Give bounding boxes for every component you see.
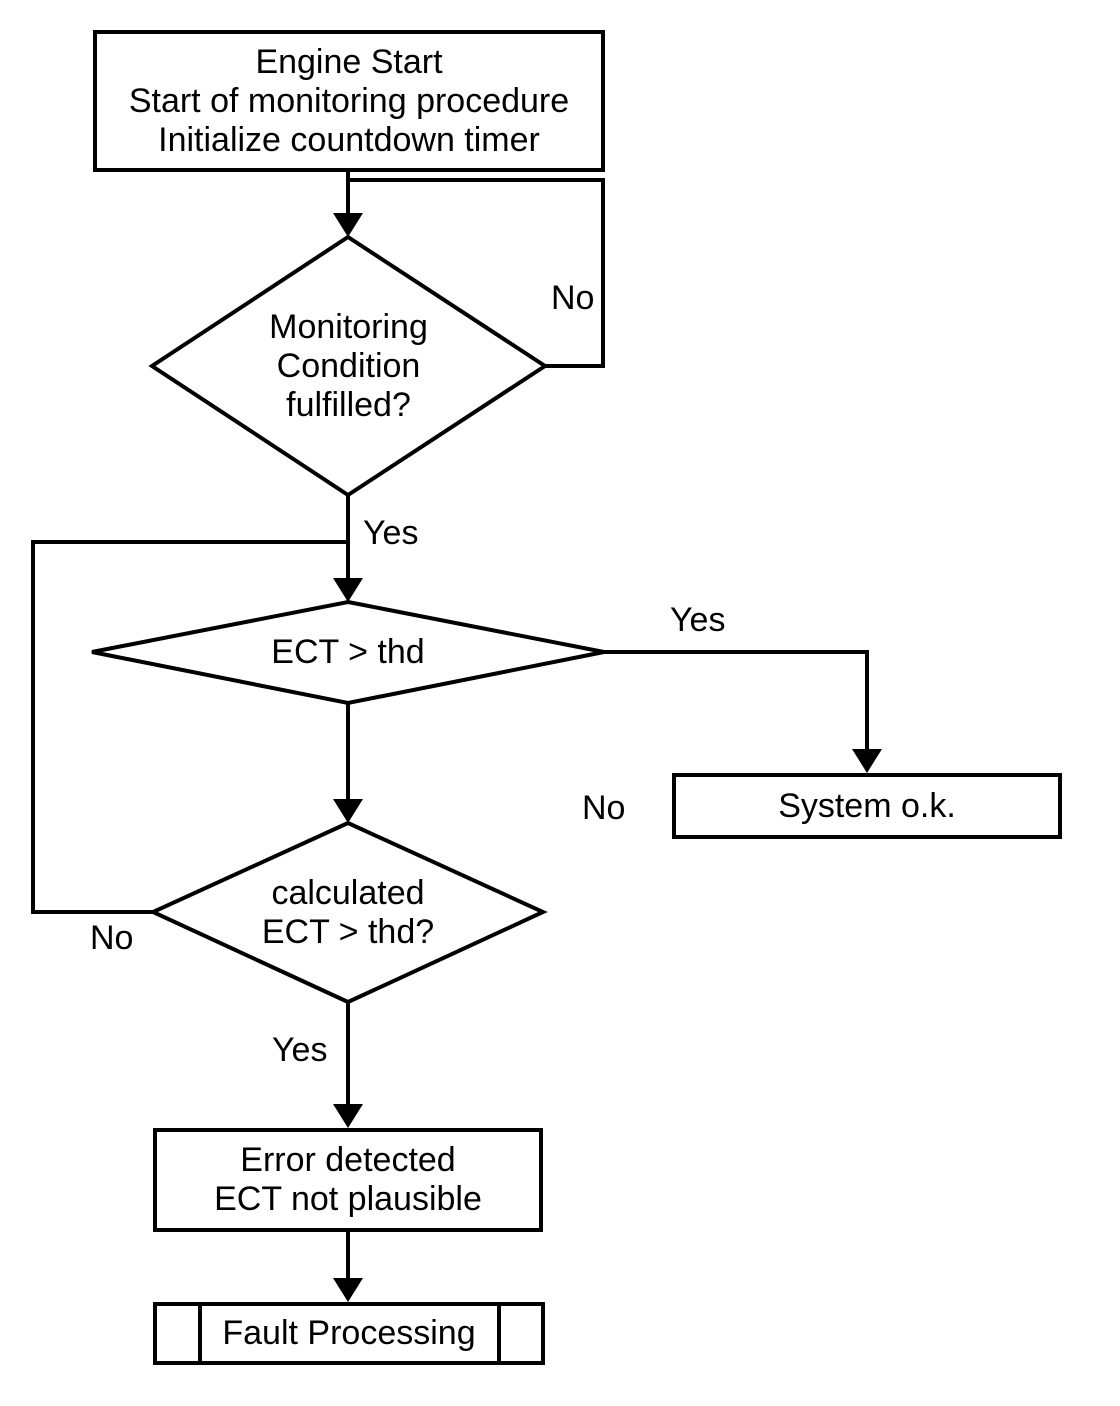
node-engine-start: Engine Start Start of monitoring procedu…	[93, 30, 605, 172]
edge-label-calculated-no: No	[90, 919, 134, 957]
diamond-calculated-ect	[148, 820, 548, 1005]
node-system-ok: System o.k.	[672, 773, 1062, 839]
edge-ect-yes	[604, 650, 869, 752]
arrowhead-into-ect	[333, 578, 363, 602]
fault-processing-left-bar	[198, 1306, 202, 1361]
node-system-ok-line1: System o.k.	[778, 786, 956, 825]
node-error-detected: Error detected ECT not plausible	[153, 1128, 543, 1232]
arrowhead-into-calculated	[333, 799, 363, 823]
arrowhead-into-system-ok	[852, 749, 882, 773]
arrowhead-into-monitoring	[333, 213, 363, 237]
node-engine-start-line2: Start of monitoring procedure	[128, 81, 570, 120]
node-engine-start-line3: Initialize countdown timer	[158, 120, 540, 159]
node-error-detected-line2: ECT not plausible	[214, 1180, 482, 1218]
diamond-monitoring-condition	[148, 234, 549, 498]
edge-monitoring-no-loop	[350, 178, 605, 368]
edge-calculated-no-loop	[31, 540, 346, 914]
node-error-detected-line1: Error detected	[240, 1141, 456, 1179]
node-engine-start-line1: Engine Start	[255, 42, 443, 81]
edge-label-ect-yes: Yes	[670, 601, 726, 639]
node-fault-processing: Fault Processing	[153, 1302, 545, 1365]
edge-label-ect-no: No	[582, 789, 626, 827]
diamond-ect-threshold	[91, 599, 605, 706]
edge-label-monitoring-yes: Yes	[363, 514, 419, 552]
arrowhead-into-error	[333, 1104, 363, 1128]
arrowhead-into-fault	[333, 1278, 363, 1302]
edge-label-calculated-yes: Yes	[272, 1031, 328, 1069]
edge-label-monitoring-no: No	[551, 279, 595, 317]
fault-processing-right-bar	[497, 1306, 501, 1361]
node-fault-processing-line1: Fault Processing	[222, 1314, 476, 1352]
